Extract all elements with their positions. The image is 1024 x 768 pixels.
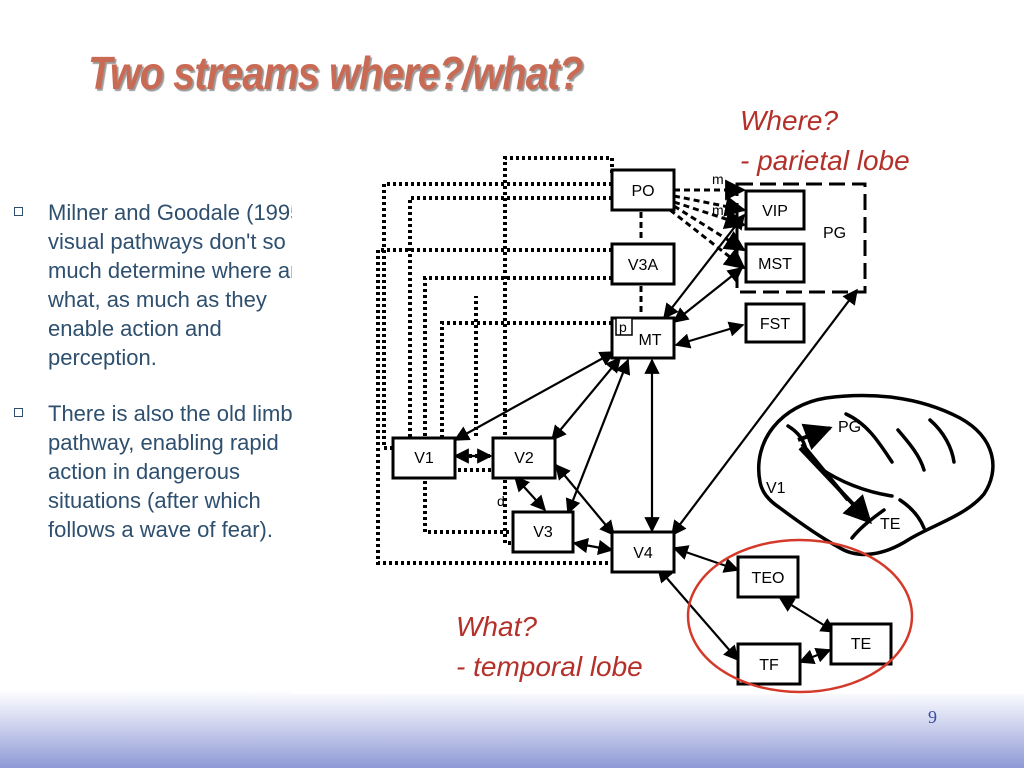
box-mst (744, 242, 806, 284)
box-fst (744, 302, 806, 344)
box-v1 (391, 436, 457, 480)
label-po: PO (631, 183, 654, 200)
dashed-link (673, 194, 747, 217)
box-tf (736, 642, 802, 686)
box-v3 (511, 510, 575, 554)
where-subtitle: - parietal lobe (740, 145, 910, 176)
connection-v3-v4 (572, 537, 614, 556)
dotted-line (408, 196, 612, 472)
connection-v4-te (656, 566, 740, 662)
label-tf: TF (759, 657, 779, 674)
area-boxes (391, 168, 893, 686)
label-teo: TEO (752, 570, 785, 587)
bullet-list: Milner and Goodale (1995): visual pathwa… (14, 198, 334, 571)
where-title: Where? (740, 105, 839, 136)
connection-mt-mst (672, 267, 744, 323)
label-fst: FST (760, 316, 790, 333)
box-v2 (491, 436, 557, 480)
dotted-line (376, 248, 612, 565)
connection-tf-te (798, 647, 832, 665)
label-mt: MT (638, 332, 661, 349)
bullet-item: Milner and Goodale (1995): visual pathwa… (14, 198, 334, 372)
brain-illustration: PG V1 TE (757, 393, 995, 557)
po-dashed-connections (639, 179, 747, 314)
square-bullet-icon (14, 408, 23, 417)
label-mst: MST (758, 256, 792, 273)
brain-sulcus (928, 418, 956, 464)
brain-sulcus (896, 428, 926, 472)
label-v3a: V3A (628, 257, 659, 274)
bullet-item: There is also the old limbic pathway, en… (14, 399, 334, 544)
slide-title: Two streams where?/what? (88, 47, 583, 99)
brain-sulcus (898, 498, 926, 530)
dashed-link (673, 204, 746, 252)
square-bullet-icon (14, 207, 23, 216)
area-labels: PO V3A MT VIP MST FST V1 V2 V3 V4 TEO TE… (414, 183, 871, 674)
dotted-line (440, 321, 612, 458)
connection-v4-teo (672, 545, 740, 573)
box-v4 (610, 530, 676, 574)
brain-sulcus (844, 412, 894, 464)
bullet-text: There is also the old limbic pathway, en… (48, 401, 309, 542)
brain-pathway-dorsal (797, 423, 833, 450)
connection-v4-pg (671, 288, 858, 537)
box-vip (744, 189, 806, 231)
box-po (610, 168, 676, 212)
box-te (829, 622, 893, 666)
what-stream-circle (686, 538, 914, 694)
p-marker-box (615, 317, 633, 336)
brain-pathway-mid (800, 442, 850, 502)
brain-label-pg: PG (838, 419, 861, 436)
connection-v3-mt (565, 358, 631, 515)
dotted-line (503, 156, 614, 545)
pg-region-label: PG (823, 225, 846, 242)
label-v3: V3 (533, 524, 553, 541)
visual-pathways-diagram: PG (376, 156, 995, 694)
bullet-text: Milner and Goodale (1995): visual pathwa… (48, 200, 316, 370)
connection-v2-mt (453, 351, 616, 441)
dotted-line (423, 276, 612, 534)
label-v2: V2 (514, 450, 534, 467)
marker-m2: m (712, 202, 724, 218)
dotted-connections (376, 156, 614, 565)
footer-gradient-band (0, 690, 1024, 768)
connection-teo-te (778, 597, 837, 633)
brain-outline (757, 393, 995, 557)
what-subtitle: - temporal lobe (456, 651, 643, 682)
diagram-panel: PG (292, 150, 1024, 694)
marker-d: d (497, 493, 505, 509)
brain-label-v1: V1 (766, 480, 786, 497)
dashed-link (669, 208, 746, 270)
box-teo (736, 555, 800, 599)
connection-v2-mt2 (551, 356, 621, 442)
box-v3a (610, 242, 676, 286)
marker-m1: m (712, 171, 724, 187)
page-number: 9 (928, 707, 937, 727)
label-vip: VIP (762, 203, 788, 220)
label-v1: V1 (414, 450, 434, 467)
connection-mt-fst (674, 321, 745, 349)
connection-mt-vip (663, 213, 745, 320)
marker-p: p (619, 319, 627, 335)
what-title: What? (456, 611, 537, 642)
label-te: TE (851, 636, 871, 653)
dashed-link (673, 200, 746, 230)
brain-label-te: TE (880, 516, 900, 533)
label-v4: V4 (633, 545, 653, 562)
connection-v2-v3 (513, 475, 547, 512)
dotted-line (382, 182, 612, 450)
